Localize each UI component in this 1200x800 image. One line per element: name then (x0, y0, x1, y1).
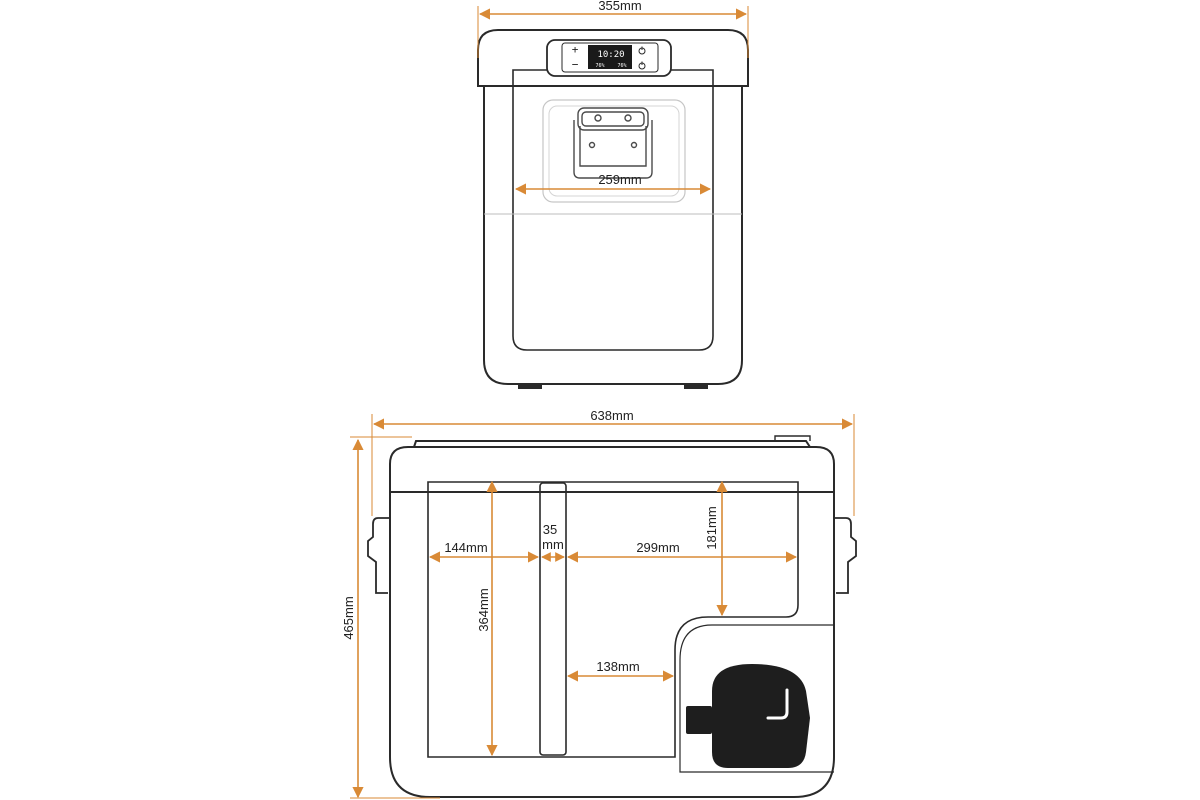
power-icon[interactable] (638, 46, 646, 55)
compartment-divider (539, 482, 567, 756)
compressor-valve (686, 706, 712, 734)
control-panel: + − 10:20 76% 76% (546, 39, 672, 77)
label-compressor-step: 138mm (596, 659, 639, 674)
front-dimensions: 355mm 259mm (477, 0, 749, 195)
lcd-temperature: 10:20 (597, 50, 624, 60)
front-foot-right (684, 383, 708, 389)
front-foot-left (518, 383, 542, 389)
side-body (389, 491, 835, 798)
label-divider-unit: mm (542, 537, 564, 552)
handle-recess-inner (548, 105, 680, 197)
compressor-pipe (766, 688, 789, 720)
handle-recess (542, 99, 686, 203)
label-side-length: 638mm (590, 408, 633, 423)
label-left-compartment: 144mm (444, 540, 487, 555)
label-front-width: 355mm (598, 0, 641, 13)
lcd-right-zone: 76% (617, 63, 626, 69)
label-side-height: 465mm (341, 596, 356, 639)
minus-button[interactable]: − (572, 58, 579, 71)
compressor-icon (686, 664, 810, 768)
label-divider-value: 35 (543, 522, 557, 537)
side-lid-top (413, 440, 811, 448)
compressor-bay (679, 624, 834, 773)
side-lid-latch (774, 435, 811, 441)
settings-icon[interactable] (638, 61, 646, 70)
side-handle-right (834, 517, 857, 594)
carry-handle (573, 107, 653, 179)
side-view (367, 435, 857, 798)
label-front-inner-width: 259mm (598, 172, 641, 187)
side-dimensions: 638mm 465mm 364mm 144mm 35 mm 299mm 181m… (341, 408, 855, 799)
label-right-depth: 181mm (704, 506, 719, 549)
front-body (483, 85, 743, 385)
lcd-left-zone: 76% (595, 63, 604, 69)
front-panel-window (512, 69, 714, 351)
compressor-body (712, 664, 810, 768)
side-lid (389, 446, 835, 493)
plus-button[interactable]: + (572, 43, 579, 56)
front-view (477, 29, 749, 389)
side-handle-left (367, 517, 390, 594)
inner-compartment (427, 481, 799, 758)
label-right-compartment: 299mm (636, 540, 679, 555)
lcd-screen (588, 45, 632, 69)
label-inner-height: 364mm (476, 588, 491, 631)
